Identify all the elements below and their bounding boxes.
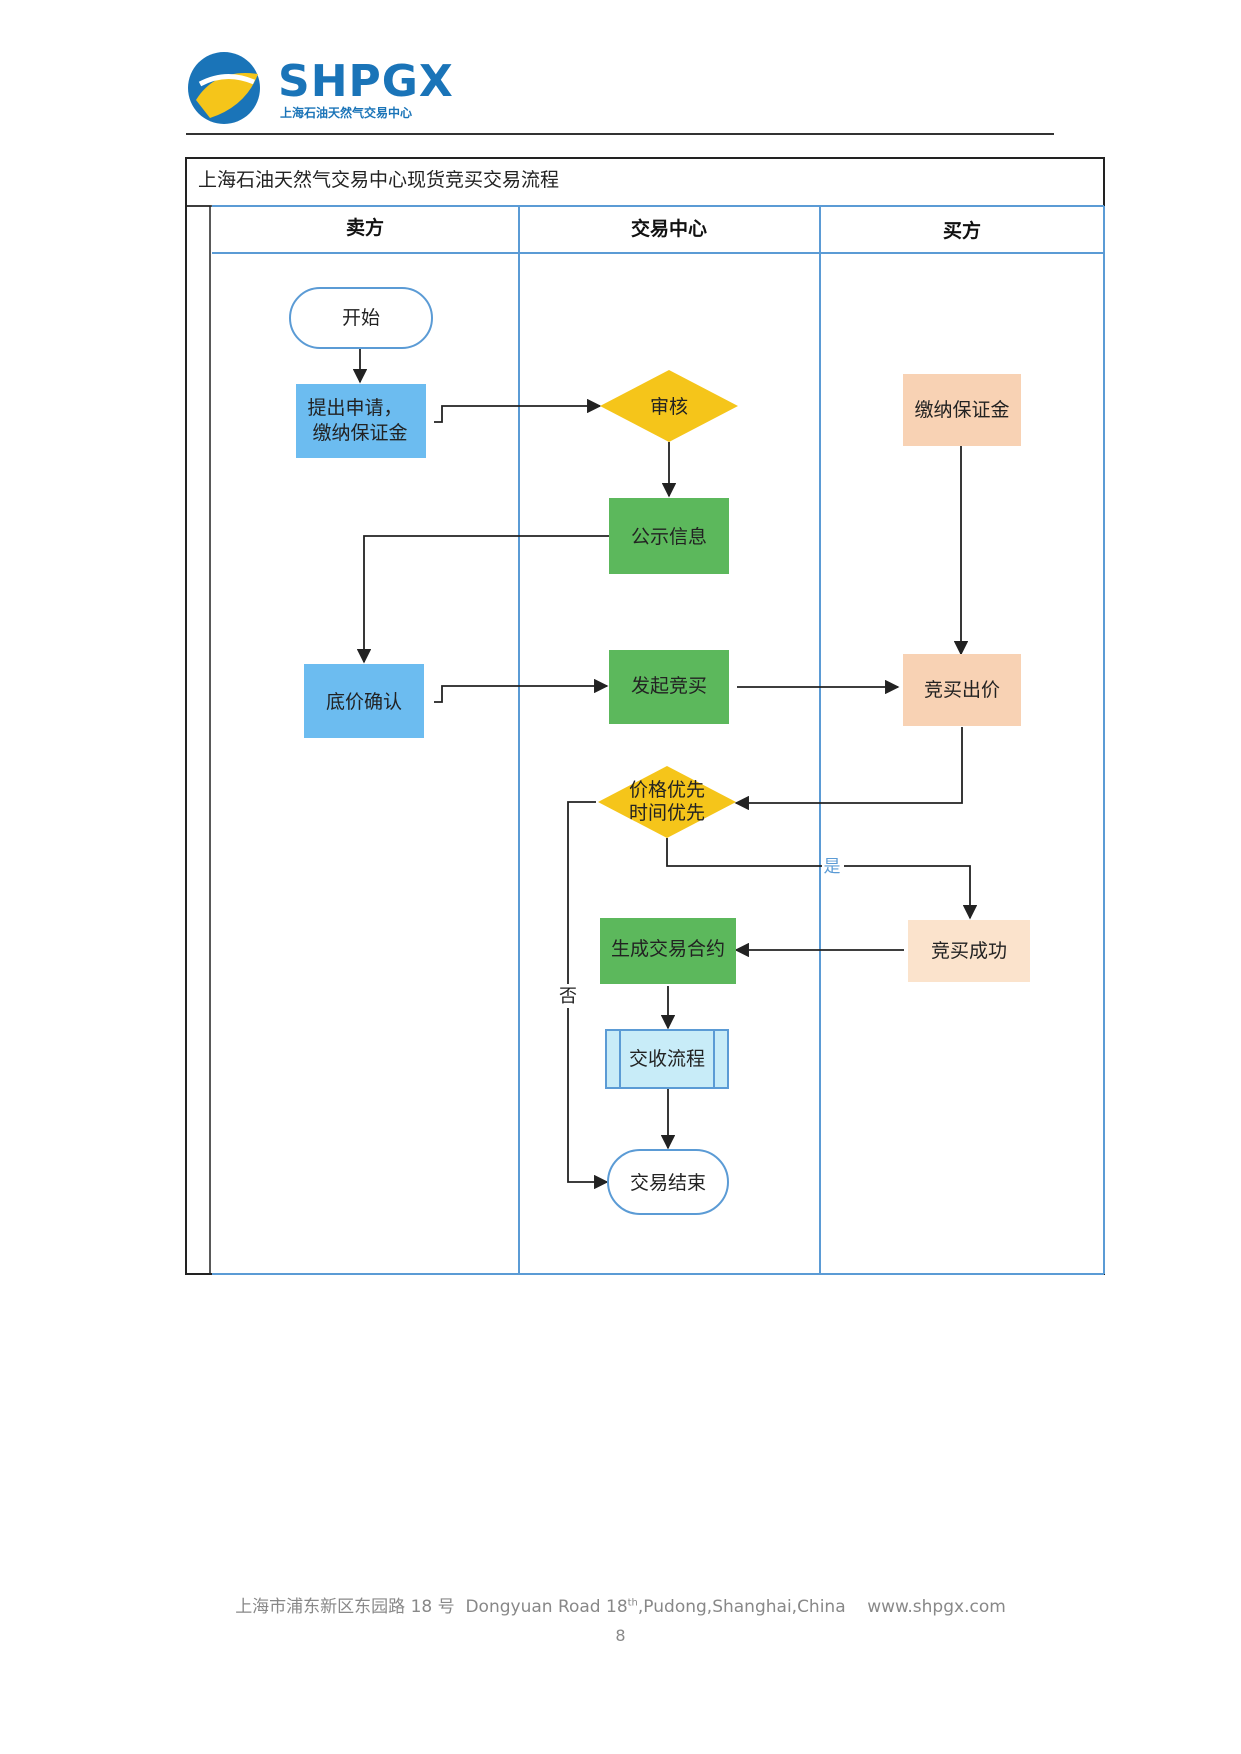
diagram-title: 上海石油天然气交易中心现货竞买交易流程 (198, 169, 559, 191)
node-start-label: 开始 (342, 307, 380, 329)
node-success: 竞买成功 (908, 920, 1030, 982)
node-start: 开始 (289, 287, 433, 349)
node-launch: 发起竞买 (609, 650, 729, 724)
node-success-label: 竞买成功 (931, 940, 1007, 962)
edge-priority-success-yes (666, 838, 978, 920)
node-delivery-label: 交收流程 (629, 1048, 705, 1070)
footer-address-cn: 上海市浦东新区东园路 18 号 (235, 1597, 455, 1617)
node-contract-label: 生成交易合约 (611, 938, 725, 960)
edge-apply-review (434, 398, 602, 423)
header-rule (186, 133, 1054, 135)
footer-address: 上海市浦东新区东园路 18 号 Dongyuan Road 18th,Pudon… (0, 1592, 1241, 1617)
node-buyer-deposit: 缴纳保证金 (903, 374, 1021, 446)
node-bid: 竞买出价 (903, 654, 1021, 726)
lane-seller-header: 卖方 (346, 216, 384, 239)
node-reserve: 底价确认 (304, 664, 424, 738)
node-priority: 价格优先 时间优先 (598, 766, 736, 838)
node-publish: 公示信息 (609, 498, 729, 574)
shpgx-logo (188, 52, 260, 124)
node-reserve-label: 底价确认 (326, 691, 402, 713)
edge-reserve-launch (434, 678, 609, 703)
node-review-label: 审核 (650, 396, 688, 418)
lane-buyer-header: 买方 (943, 219, 981, 242)
node-bid-label: 竞买出价 (924, 679, 1000, 701)
page-number: 8 (615, 1626, 626, 1645)
node-apply: 提出申请， 缴纳保证金 (296, 384, 426, 458)
node-priority-label-1: 价格优先 (629, 779, 705, 801)
node-apply-label-1: 提出申请， (307, 397, 402, 419)
logo-wordmark: SHPGX (278, 56, 454, 107)
node-publish-label: 公示信息 (631, 526, 707, 548)
node-contract: 生成交易合约 (600, 918, 736, 984)
footer-website: www.shpgx.com (867, 1597, 1006, 1617)
node-delivery: 交收流程 (605, 1029, 729, 1089)
left-margin-band (185, 205, 211, 1275)
edge-label-no: 否 (559, 986, 577, 1007)
edge-bid-priority (734, 727, 963, 811)
node-end-label: 交易结束 (630, 1172, 706, 1194)
node-end: 交易结束 (607, 1149, 729, 1215)
lane-center-header: 交易中心 (631, 217, 707, 240)
node-review: 审核 (600, 370, 738, 442)
node-priority-label-2: 时间优先 (629, 802, 705, 824)
swimlanes (212, 205, 1105, 1275)
edge-label-yes: 是 (824, 857, 841, 877)
node-buyer-deposit-label: 缴纳保证金 (914, 399, 1009, 421)
node-launch-label: 发起竞买 (631, 675, 707, 697)
footer-address-en: Dongyuan Road 18th,Pudong,Shanghai,China (465, 1597, 846, 1617)
logo-subtitle: 上海石油天然气交易中心 (280, 106, 413, 120)
edge-publish-reserve (356, 535, 609, 664)
node-apply-label-2: 缴纳保证金 (312, 422, 407, 444)
